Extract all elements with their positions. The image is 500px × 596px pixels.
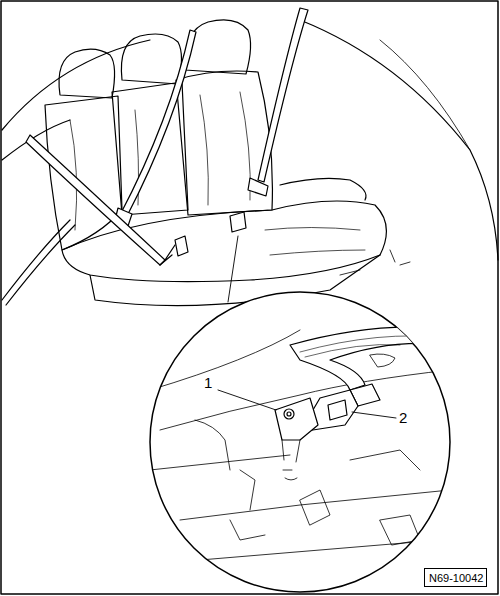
callout-number: 2	[398, 410, 408, 426]
reference-box: N69-10042	[424, 568, 487, 587]
backrest-seam	[70, 92, 250, 230]
belt-buckle	[160, 245, 175, 265]
callout-number: 1	[203, 375, 213, 391]
seat-belt-strap	[258, 8, 308, 182]
detail-leader	[228, 236, 238, 302]
body-contour	[380, 40, 470, 150]
detail-circle	[150, 292, 450, 592]
seat-belt-strap	[120, 30, 196, 218]
reference-code: N69-10042	[429, 572, 482, 585]
belt-tongue	[248, 178, 268, 196]
backrest	[176, 71, 272, 215]
floor-detail	[340, 250, 410, 275]
detail-view	[150, 327, 450, 560]
cushion-seam	[265, 228, 365, 256]
headrest	[185, 20, 251, 74]
headrest	[59, 49, 115, 98]
body-contour	[2, 20, 498, 260]
seat-belt-strap	[280, 178, 366, 200]
backrest	[45, 96, 122, 250]
callout-leader	[352, 412, 396, 418]
seat-belt-strap	[2, 220, 75, 305]
belt-buckle	[175, 212, 246, 256]
headrest	[121, 34, 181, 84]
callout-leader	[218, 390, 276, 410]
